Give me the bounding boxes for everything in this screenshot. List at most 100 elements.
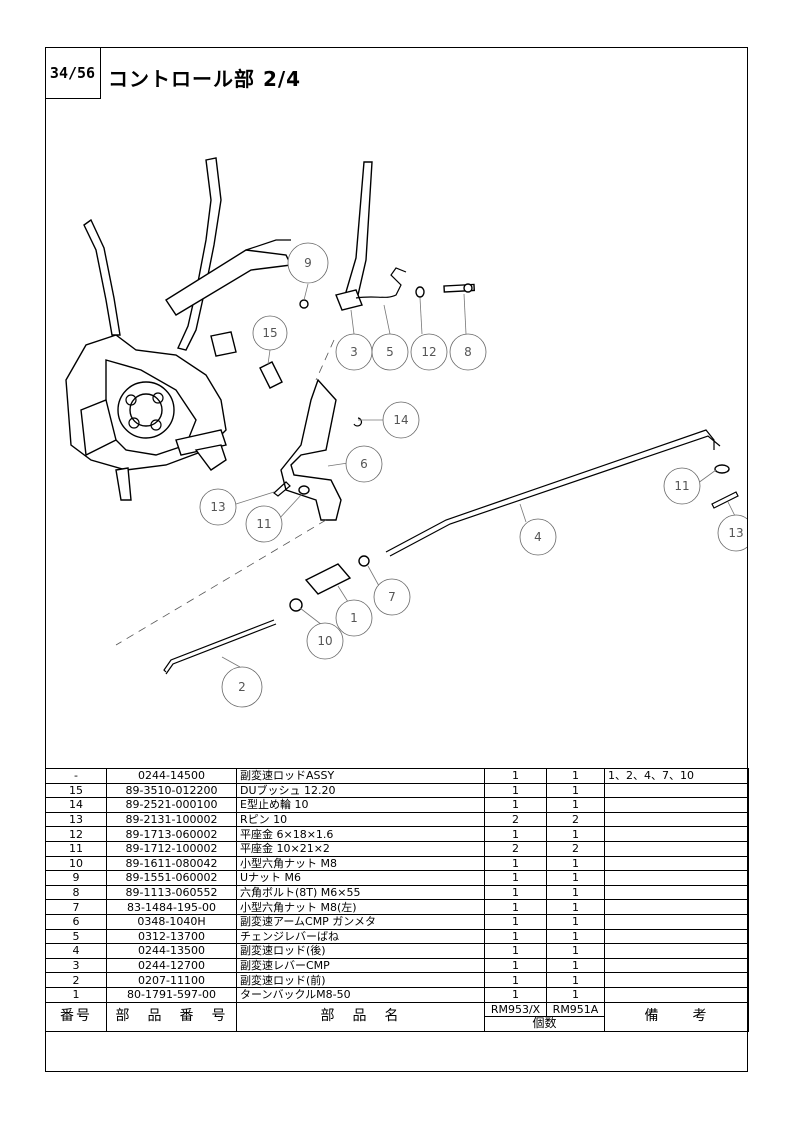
washer-12-drawing — [415, 286, 425, 298]
header-part-number: 部 品 番 号 — [106, 1001, 237, 1032]
callout-8: 8 — [449, 333, 487, 371]
row-number: 14 — [45, 797, 107, 813]
row-remark — [604, 913, 749, 930]
callout-13-right-label: 13 — [728, 526, 743, 540]
callout-15: 15 — [252, 315, 288, 351]
row-part-number: 89-1551-060002 — [106, 870, 237, 886]
row-part-name: 副変速アームCMP ガンメタ — [236, 913, 485, 930]
r-pin-13-right-drawing — [711, 491, 739, 509]
row-qty-model-1: 1 — [484, 972, 547, 988]
callout-11-right: 11 — [663, 467, 701, 505]
callout-7: 7 — [373, 578, 411, 616]
rod-2-drawing — [163, 619, 277, 675]
header-remark: 備 考 — [604, 1001, 749, 1032]
row-part-name: ターンバックルM8-50 — [236, 986, 485, 1003]
turnbuckle-1-drawing — [304, 563, 352, 595]
row-qty-model-2: 1 — [546, 826, 605, 842]
row-remark — [604, 957, 749, 974]
callout-11-left: 11 — [245, 505, 283, 543]
callout-6-label: 6 — [360, 457, 368, 471]
row-qty-model-2: 1 — [546, 870, 605, 886]
row-part-name: 平座金 10×21×2 — [236, 840, 485, 857]
spring-5-drawing — [355, 267, 407, 299]
callout-10: 10 — [306, 622, 344, 660]
row-remark — [604, 840, 749, 857]
row-remark — [604, 797, 749, 813]
callout-9-label: 9 — [304, 256, 312, 270]
row-qty-model-1: 2 — [484, 811, 547, 828]
parts-table-header-row-2: 個数 — [46, 1016, 749, 1032]
r-pin-13-left-drawing — [273, 481, 291, 497]
row-number: 5 — [45, 928, 107, 945]
row-remark — [604, 870, 749, 886]
nut-10-drawing — [289, 598, 303, 612]
row-qty-model-2: 1 — [546, 957, 605, 974]
row-part-name: 副変速ロッドASSY — [236, 768, 485, 784]
bushing-15-drawing — [259, 361, 283, 389]
header-part-name: 部 品 名 — [236, 1001, 485, 1032]
callout-5-label: 5 — [386, 345, 394, 359]
row-qty-model-1: 1 — [484, 899, 547, 915]
row-remark — [604, 782, 749, 799]
row-part-number: 80-1791-597-00 — [106, 986, 237, 1003]
row-remark — [604, 826, 749, 842]
row-number: - — [45, 768, 107, 784]
parts-table-header-row: 番号 部 品 番 号 部 品 名 RM953/X RM951A 備 考 — [45, 1001, 749, 1032]
callout-14-label: 14 — [393, 413, 408, 427]
row-remark: 1、2、4、7、10 — [604, 768, 749, 784]
row-part-number: 89-3510-012200 — [106, 782, 237, 799]
row-qty-model-2: 1 — [546, 782, 605, 799]
row-qty-model-1: 1 — [484, 826, 547, 842]
row-remark — [604, 811, 749, 828]
row-part-number: 0244-14500 — [106, 768, 237, 784]
callout-10-label: 10 — [317, 634, 332, 648]
row-qty-model-2: 1 — [546, 986, 605, 1003]
bolt-8-drawing — [443, 283, 476, 293]
row-qty-model-2: 1 — [546, 943, 605, 959]
row-number: 4 — [45, 943, 107, 959]
row-part-name: Uナット M6 — [236, 870, 485, 886]
row-part-number: 0244-13500 — [106, 943, 237, 959]
row-part-number: 0244-12700 — [106, 957, 237, 974]
page-frame — [45, 47, 748, 1072]
row-part-name: 六角ボルト(8T) M6×55 — [236, 884, 485, 901]
callout-4: 4 — [519, 518, 557, 556]
row-qty-model-2: 1 — [546, 855, 605, 872]
row-part-number: 89-1113-060552 — [106, 884, 237, 901]
row-part-number: 89-1713-060002 — [106, 826, 237, 842]
row-qty-model-1: 1 — [484, 928, 547, 945]
callout-1-label: 1 — [350, 611, 358, 625]
row-qty-model-2: 1 — [546, 768, 605, 784]
row-part-number: 0348-1040H — [106, 913, 237, 930]
row-qty-model-2: 1 — [546, 913, 605, 930]
callout-2-label: 2 — [238, 680, 246, 694]
callout-9: 9 — [287, 242, 329, 284]
header-model-2: RM951A — [546, 1001, 605, 1018]
e-ring-14-drawing — [353, 417, 362, 427]
row-qty-model-1: 1 — [484, 782, 547, 799]
row-part-number: 89-2131-100002 — [106, 811, 237, 828]
row-qty-model-1: 1 — [484, 986, 547, 1003]
callout-6: 6 — [345, 445, 383, 483]
callout-8-label: 8 — [464, 345, 472, 359]
callout-3: 3 — [335, 333, 373, 371]
row-part-name: DUブッシュ 12.20 — [236, 782, 485, 799]
row-qty-model-1: 2 — [484, 840, 547, 857]
row-part-name: チェンジレバーばね — [236, 928, 485, 945]
callout-13-right: 13 — [717, 514, 747, 552]
row-qty-model-1: 1 — [484, 768, 547, 784]
callout-4-label: 4 — [534, 530, 542, 544]
row-part-number: 0312-13700 — [106, 928, 237, 945]
